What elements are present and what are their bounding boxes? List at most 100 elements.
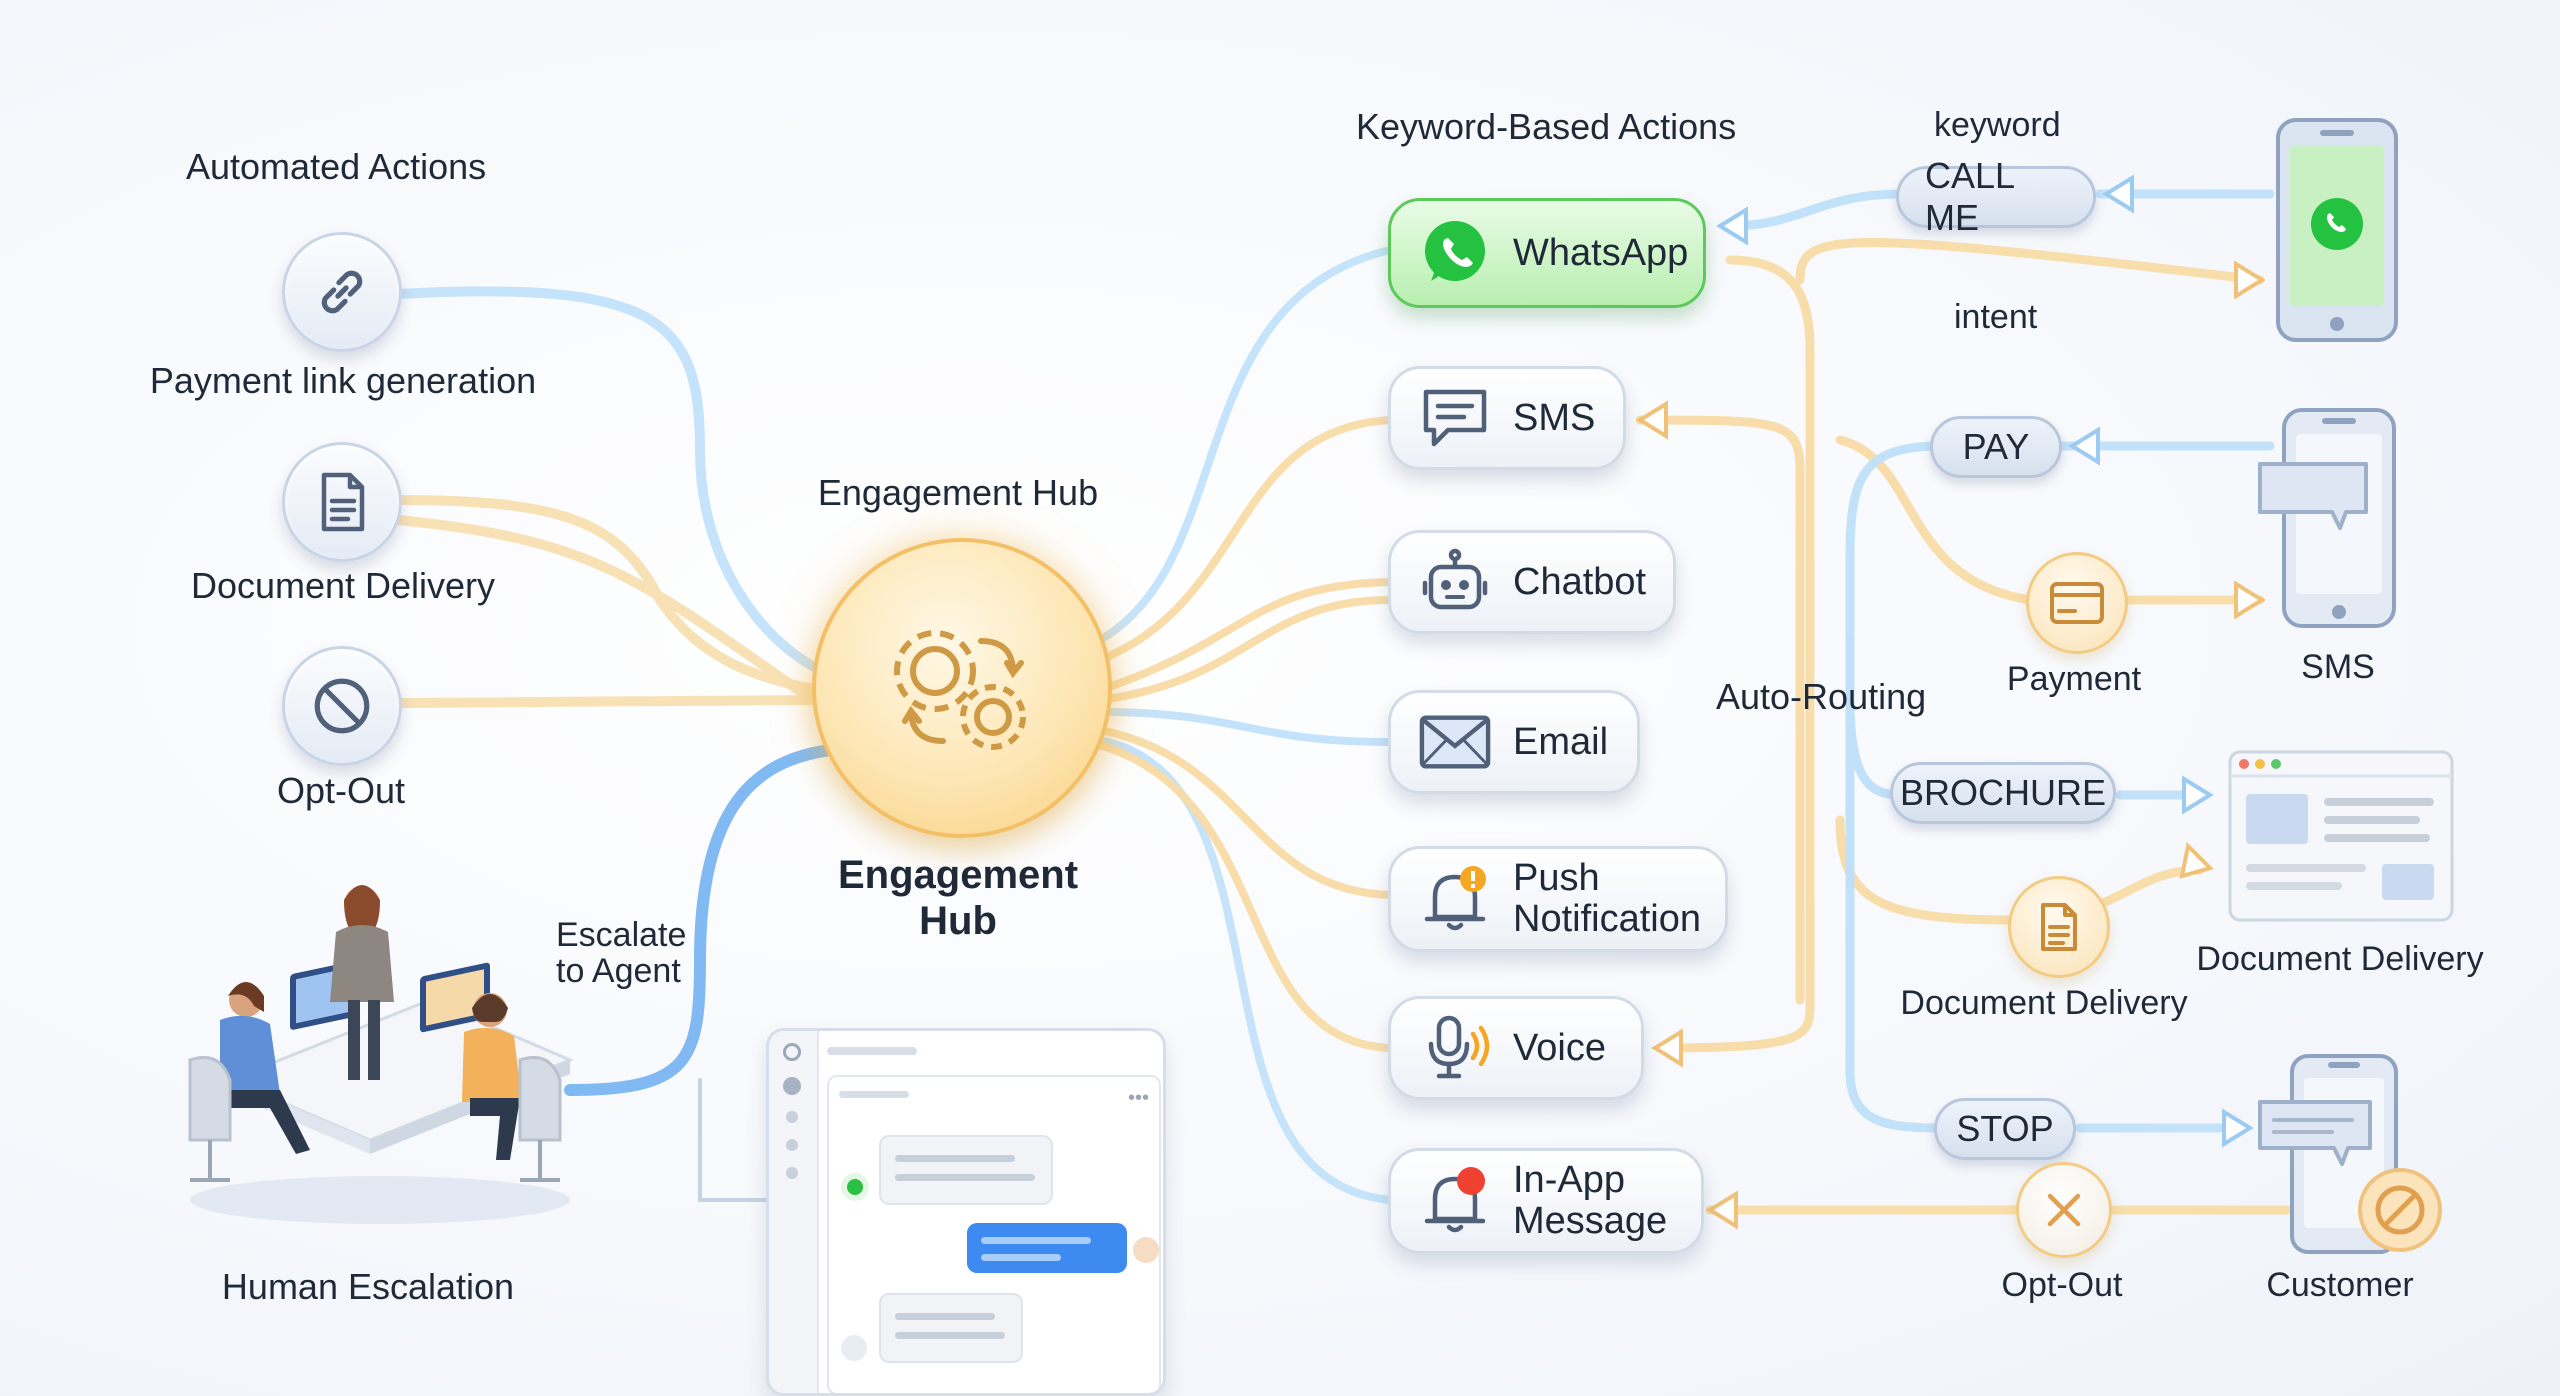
channel-email[interactable]: Email [1388, 690, 1640, 794]
wire-hub-sms [1096, 416, 1394, 664]
channel-label: SMS [1513, 396, 1596, 439]
chat-pane-title [839, 1091, 909, 1098]
arrow-inapp [1706, 1190, 1738, 1230]
wire-route-sms [1635, 415, 1805, 1005]
chat-dot-icon [783, 1077, 801, 1095]
arrow-stop [2222, 1108, 2254, 1148]
document-browser-device [2228, 750, 2454, 922]
robot-icon [1419, 546, 1491, 618]
arrow-callme [2102, 174, 2134, 214]
wire-hub-email [1096, 708, 1394, 746]
chat-more-icon[interactable]: ••• [1127, 1087, 1149, 1109]
bell-dot-icon [1419, 1165, 1491, 1237]
wire-hub-chatbot [1096, 578, 1394, 694]
microphone-icon [1419, 1012, 1491, 1084]
chat-pane: ••• [827, 1075, 1161, 1393]
optout-node[interactable] [282, 646, 402, 766]
document-route-label: Document Delivery [1900, 984, 2188, 1022]
keyword-actions-heading: Keyword-Based Actions [1356, 106, 1737, 147]
wire-intent [1795, 238, 2265, 285]
intent-label: intent [1954, 298, 2038, 336]
customer-label: Customer [2266, 1266, 2414, 1304]
keyword-brochure[interactable]: BROCHURE [1890, 762, 2116, 824]
chat-dot-icon [786, 1167, 798, 1179]
hub-top-label: Engagement Hub [817, 472, 1099, 513]
document-route-node[interactable] [2008, 876, 2110, 978]
chat-sidebar [769, 1031, 819, 1393]
chat-dot-icon [786, 1139, 798, 1151]
wire-pay-stop [1845, 441, 1945, 1133]
keyword-stop[interactable]: STOP [1934, 1098, 2076, 1160]
gears-icon [894, 630, 1026, 750]
arrow-sms [1636, 400, 1668, 440]
channel-whatsapp[interactable]: WhatsApp [1388, 198, 1706, 308]
wire-hub-whatsapp [1096, 246, 1394, 644]
auto-routing-label: Auto-Routing [1716, 676, 1927, 717]
wire-escalate [564, 744, 836, 1096]
push-line2: Notification [1513, 898, 1701, 940]
chat-bubble-outgoing [967, 1223, 1127, 1273]
keyword-label: keyword [1934, 106, 2061, 144]
document-device-label: Document Delivery [2196, 940, 2484, 978]
chat-bubble-incoming [879, 1135, 1053, 1205]
wire-route-voice [1655, 255, 1815, 1053]
hub-bottom-line2: Hub [919, 899, 997, 943]
arrow-whatsapp [1716, 206, 1748, 246]
channel-push-notification[interactable]: Push Notification [1388, 846, 1728, 952]
payment-link-node[interactable] [282, 232, 402, 352]
channel-sms[interactable]: SMS [1388, 366, 1626, 470]
whatsapp-mini-icon [841, 1173, 869, 1201]
payment-link-label: Payment link generation [149, 360, 537, 401]
wire-payment-link [393, 286, 825, 675]
sms-device-label: SMS [2301, 648, 2375, 686]
chat-window-preview: ••• [766, 1028, 1166, 1396]
escalate-line1: Escalate [556, 916, 687, 954]
sms-icon [1419, 382, 1491, 454]
whatsapp-phone-device [2276, 118, 2398, 342]
human-escalation-label: Human Escalation [221, 1266, 515, 1307]
channel-label: Chatbot [1513, 560, 1647, 603]
document-icon [2041, 903, 2077, 951]
chat-title-bar [827, 1047, 917, 1055]
channel-voice[interactable]: Voice [1388, 996, 1644, 1100]
arrow-document [2179, 841, 2214, 879]
channel-label: Voice [1513, 1026, 1606, 1069]
chat-dot-icon [786, 1111, 798, 1123]
whatsapp-icon [1419, 217, 1491, 289]
credit-card-icon [2050, 582, 2104, 624]
arrow-intent [2234, 260, 2266, 300]
channel-in-app-message[interactable]: In-App Message [1388, 1148, 1704, 1254]
wire-payment [1835, 435, 2265, 605]
push-line1: Push [1513, 856, 1600, 899]
channel-chatbot[interactable]: Chatbot [1388, 530, 1676, 634]
keyword-call-me[interactable]: CALL ME [1896, 155, 2096, 238]
keyword-pay[interactable]: PAY [1930, 416, 2062, 478]
sms-phone-device [2258, 408, 2396, 628]
automated-actions-heading: Automated Actions [186, 146, 487, 187]
engagement-hub-node[interactable] [812, 538, 1112, 838]
document-delivery-label: Document Delivery [190, 565, 496, 606]
hub-bottom-label: Engagement Hub [838, 852, 1078, 944]
wire-hub-push [1096, 726, 1394, 899]
escalate-line2: to Agent [556, 951, 681, 990]
chat-avatar-icon [783, 1043, 801, 1061]
optout-route-label: Opt-Out [2001, 1266, 2123, 1304]
bell-alert-icon [1419, 863, 1491, 935]
channel-label: WhatsApp [1513, 231, 1689, 274]
payment-node[interactable] [2026, 552, 2128, 654]
wire-optout [393, 695, 825, 708]
inapp-line2: Message [1513, 1200, 1668, 1242]
inapp-label: In-App Message [1513, 1159, 1668, 1242]
document-delivery-node[interactable] [282, 442, 402, 562]
optout-label: Opt-Out [276, 770, 406, 811]
chat-bubble-bot [879, 1293, 1023, 1363]
customer-phone-device [2258, 1054, 2442, 1254]
escalate-to-agent-label: Escalate to Agent [556, 916, 687, 990]
envelope-icon [1419, 706, 1491, 778]
human-escalation-illustration [188, 885, 574, 1224]
payment-label: Payment [2006, 660, 2142, 698]
close-icon [2047, 1193, 2081, 1227]
optout-route-node[interactable] [2016, 1162, 2112, 1258]
